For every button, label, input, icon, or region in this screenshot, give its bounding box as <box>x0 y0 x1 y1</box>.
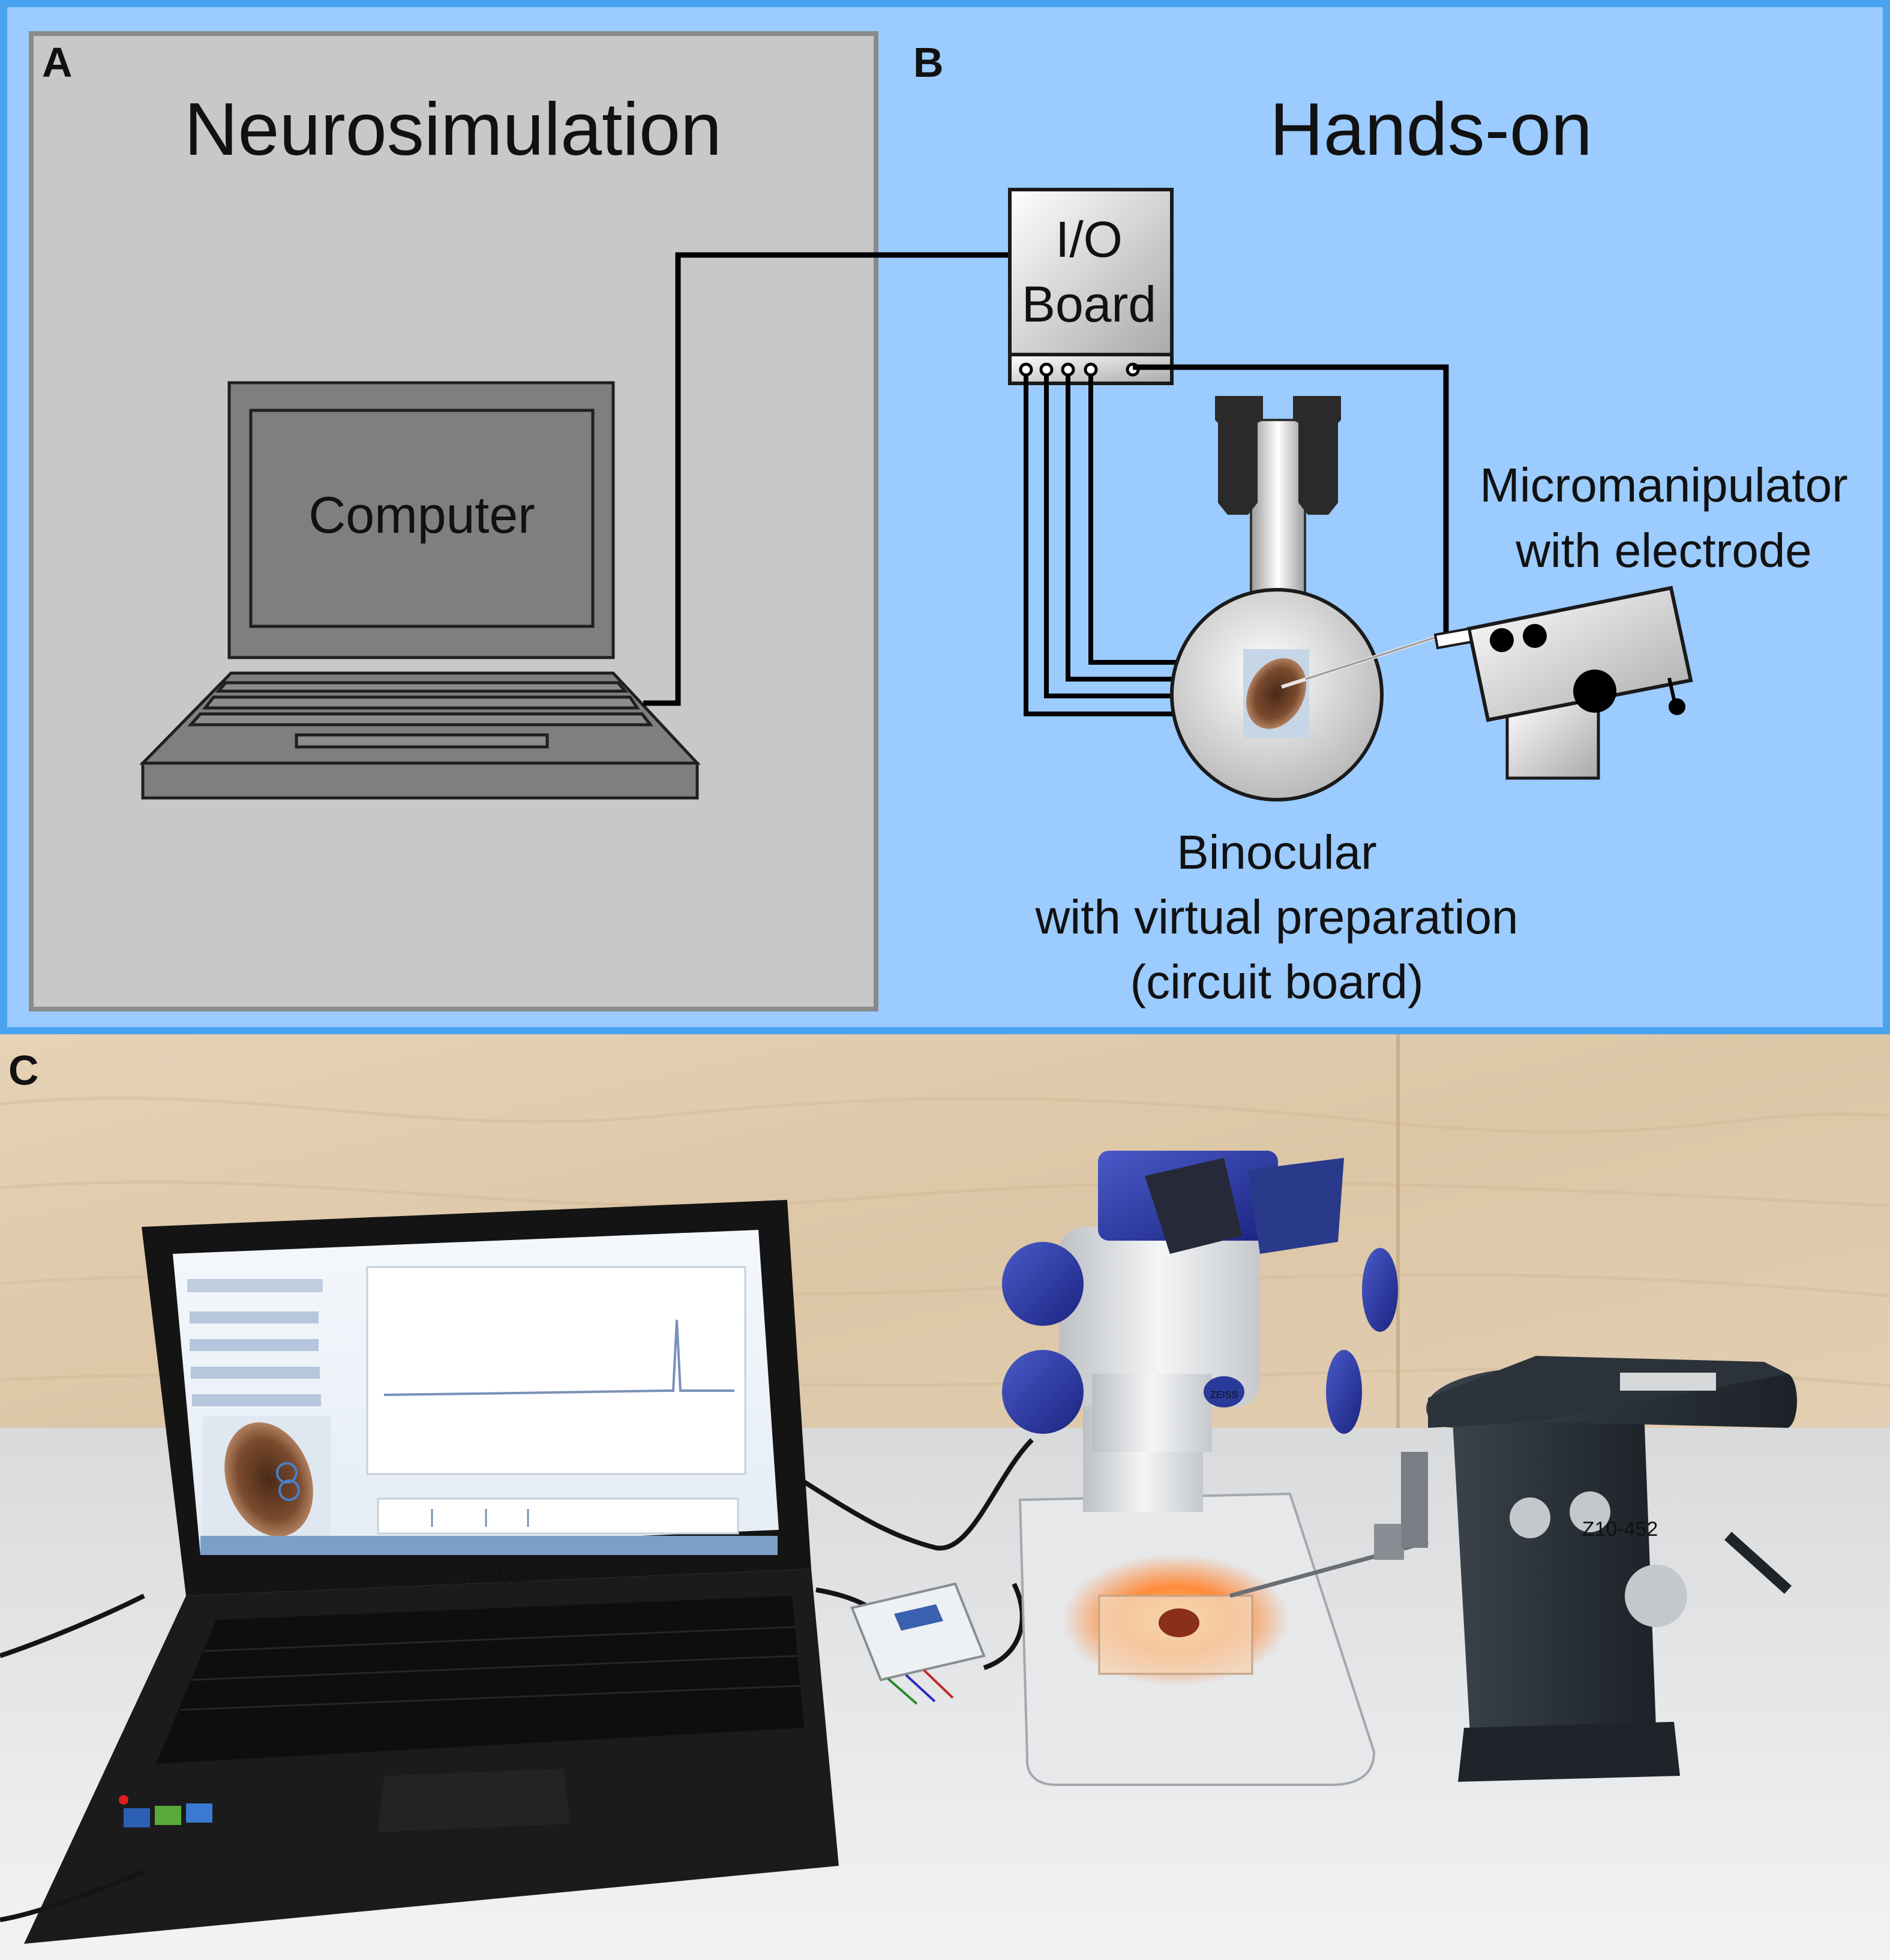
microscope-brand-label: ZEISS <box>1210 1390 1238 1400</box>
binocular-icon <box>1170 396 1441 802</box>
photo-io-board-wires <box>887 1669 954 1705</box>
keyboard-row-1 <box>215 681 629 693</box>
photo-focus-knob-left-upper <box>1002 1242 1084 1326</box>
photo-zeiss-badge <box>1204 1376 1244 1407</box>
photo-laptop-keys <box>179 1626 801 1711</box>
virtual-preparation-tissue <box>1246 658 1306 729</box>
photo-microscope: ZEISS <box>1002 1151 1398 1786</box>
computer-base <box>141 761 699 800</box>
photo-laptop-sticker-3 <box>186 1803 212 1823</box>
io-board-body <box>1008 188 1174 356</box>
binocular-label-line1: Binocular <box>1177 826 1377 879</box>
binocular-label-line2: with virtual preparation <box>1035 890 1519 944</box>
electrode-holder <box>1433 627 1473 650</box>
micromanipulator-icon <box>1433 586 1693 780</box>
photo-laptop-touchpad <box>378 1769 570 1832</box>
panel-b-letter: B <box>913 39 944 86</box>
photo-laptop-keyboard <box>156 1596 804 1764</box>
photo-eyepiece-left <box>1145 1158 1242 1254</box>
photo-focus-knob-right-upper <box>1362 1248 1398 1332</box>
diagram-area: A Neurosimulation Computer B Hands-on <box>0 0 1890 1034</box>
photo-laptop-spike-panel <box>377 1497 739 1535</box>
photo-laptop-sticker-1 <box>124 1808 150 1827</box>
photo-micromanipulator-knob-3 <box>1625 1565 1687 1627</box>
usb-wire <box>643 252 1010 706</box>
photo-laptop-sticker-2 <box>155 1806 181 1825</box>
photo-electrode-clamp <box>1374 1524 1404 1560</box>
photo-focus-knob-left-lower <box>1002 1350 1084 1434</box>
photo-micromanipulator-column <box>1452 1410 1656 1734</box>
panel-a: A Neurosimulation Computer <box>29 31 878 1011</box>
electrode-wire <box>1133 364 1449 636</box>
panel-b-title: Hands-on <box>1270 88 1592 171</box>
eyepiece-right <box>1293 396 1341 515</box>
photo-preparation-tissue <box>1159 1608 1199 1637</box>
panel-c-letter: C <box>8 1047 39 1094</box>
photo-laptop-trace-panel <box>366 1266 746 1475</box>
computer-label: Computer <box>308 487 535 544</box>
photo-micromanipulator: Z10-452 <box>1229 1356 1797 1782</box>
micromanipulator-body <box>1466 586 1693 722</box>
photo-micromanipulator-label-strip <box>1620 1373 1716 1391</box>
photo-micromanipulator-rod <box>1401 1452 1428 1548</box>
photo-micromanipulator-knob-1 <box>1510 1497 1550 1538</box>
micromanipulator-label-line2: with electrode <box>1515 524 1812 577</box>
photo-laptop-trace <box>383 1319 734 1396</box>
photo-focus-knob-right-lower <box>1326 1350 1362 1434</box>
photo-io-board-body <box>850 1582 986 1682</box>
computer-screen <box>249 409 595 628</box>
micromanipulator-label-line1: Micromanipulator <box>1480 458 1848 512</box>
photo-laptop: ASUS <box>24 1200 839 1944</box>
photo-laptop-power-light <box>119 1795 128 1805</box>
photo-laptop-software-sidebar <box>187 1279 323 1406</box>
electrode-shaft <box>1305 635 1441 680</box>
io-board-label-line2: Board <box>1022 276 1156 332</box>
micromanipulator-lever-knob <box>1669 698 1685 715</box>
photo-micromanipulator-lever <box>1724 1532 1792 1594</box>
micromanipulator-knob-3 <box>1573 670 1616 713</box>
photo-microscope-body <box>1092 1374 1212 1452</box>
keyboard-row-2 <box>202 695 640 710</box>
eyepiece-left <box>1215 396 1263 515</box>
photo-micromanipulator-knob-2 <box>1570 1491 1610 1532</box>
io-board: I/O Board <box>1008 188 1174 385</box>
binocular-label-line3: (circuit board) <box>1130 955 1423 1008</box>
photo-micromanipulator-foot <box>1458 1722 1680 1782</box>
panel-c-photo: C ASUS <box>0 1034 1890 1960</box>
computer-icon <box>139 381 701 800</box>
photo-eyepiece-right <box>1248 1158 1344 1254</box>
panel-a-title: Neurosimulation <box>184 88 722 171</box>
photo-laptop-prep-tissue <box>224 1422 313 1537</box>
manipulator-marking: Z10-452 <box>1582 1518 1658 1541</box>
panel-b: B Hands-on I/O Board <box>643 39 1848 1008</box>
photo-laptop-spikes <box>431 1509 529 1527</box>
photo-microscope-head <box>1059 1227 1260 1407</box>
photo-laptop-taskbar <box>200 1536 778 1555</box>
computer-touchpad <box>295 733 549 749</box>
micromanipulator-knob-1 <box>1490 628 1514 652</box>
photo-io-board-label <box>894 1604 943 1631</box>
binocular-tube <box>1250 419 1306 598</box>
micromanipulator-knob-2 <box>1523 624 1547 648</box>
keyboard-row-3 <box>187 712 654 727</box>
photo-laptop-prep-marker-1 <box>276 1462 298 1484</box>
photo-io-board <box>850 1582 986 1705</box>
panel-a-letter: A <box>42 39 73 86</box>
io-board-label-line1: I/O <box>1055 211 1123 268</box>
photo-laptop-prep-marker-2 <box>278 1479 300 1501</box>
